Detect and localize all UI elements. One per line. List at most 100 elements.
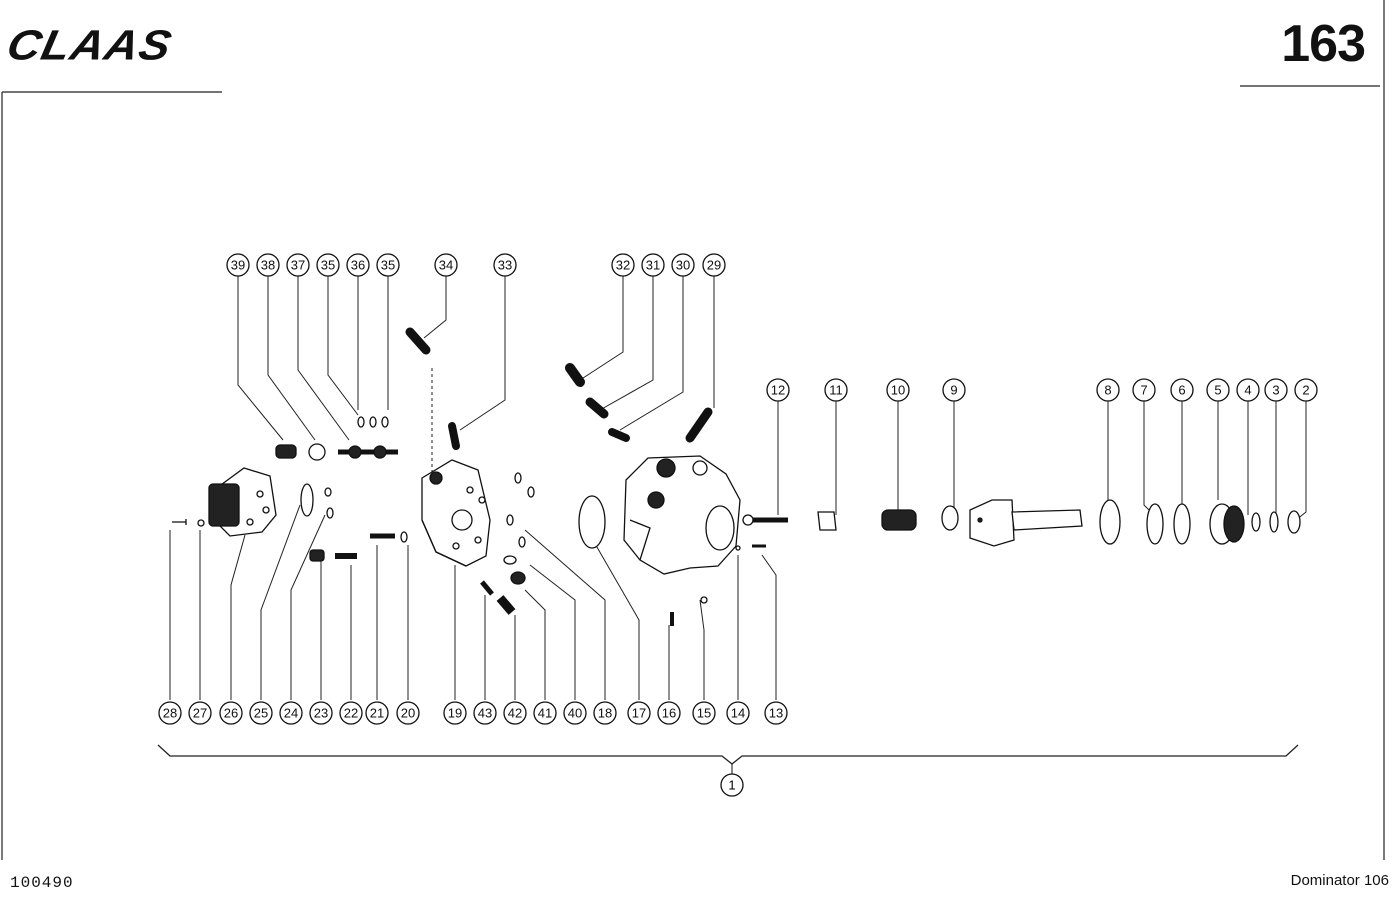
callout-circle <box>1096 378 1120 402</box>
callout-label: 38 <box>261 258 275 273</box>
callout-circle <box>611 253 635 277</box>
callout-circle <box>1236 378 1260 402</box>
screw-28 <box>172 519 187 525</box>
disc-9 <box>941 505 959 531</box>
callout-label: 39 <box>231 258 245 273</box>
plug-32 <box>565 363 585 387</box>
main-pump-housing <box>623 455 741 575</box>
callout-label: 25 <box>254 706 268 721</box>
o-ring-25 <box>300 483 314 517</box>
valve-piston-38 <box>308 443 326 461</box>
callout-label: 9 <box>950 383 957 398</box>
callout-circle <box>503 701 527 725</box>
callout-circle <box>473 701 497 725</box>
callout-circle <box>657 701 681 725</box>
callout-circle <box>493 253 517 277</box>
callout-label: 36 <box>351 258 365 273</box>
callout-label: 32 <box>616 258 630 273</box>
callout-label: 42 <box>508 706 522 721</box>
callout-circle <box>766 378 790 402</box>
ring-35a <box>357 416 365 428</box>
washer-15 <box>700 596 708 604</box>
callout-circle <box>443 701 467 725</box>
pump-body-19 <box>421 459 491 567</box>
callout-label: 11 <box>829 383 843 398</box>
page-number: 163 <box>1281 15 1366 73</box>
callout-label: 35 <box>381 258 395 273</box>
callout-label: 26 <box>224 706 238 721</box>
ring-35b <box>381 416 389 428</box>
callout-circle <box>764 701 788 725</box>
callout-label: 16 <box>662 706 676 721</box>
bearing-5 <box>1209 503 1245 545</box>
callout-circle <box>702 253 726 277</box>
callout-label: 6 <box>1178 383 1185 398</box>
callout-label: 5 <box>1214 383 1221 398</box>
ring-40 <box>503 555 517 565</box>
callout-label: 33 <box>498 258 512 273</box>
callout-label: 7 <box>1140 383 1147 398</box>
callout-label: 13 <box>769 706 783 721</box>
callout-circle <box>339 701 363 725</box>
callout-circle <box>533 701 557 725</box>
callout-circle <box>593 701 617 725</box>
callout-label: 20 <box>401 706 415 721</box>
assembly-bracket <box>157 744 1299 765</box>
o-ring-17 <box>578 495 606 549</box>
callout-label: 31 <box>646 258 660 273</box>
callout-label: 34 <box>439 258 453 273</box>
drive-shaft <box>969 499 1083 547</box>
callout-label: 37 <box>291 258 305 273</box>
valve-cone-37 <box>348 445 362 459</box>
washer-14 <box>735 545 741 551</box>
parts <box>172 327 1301 626</box>
callout-circle <box>627 701 651 725</box>
callout-circle <box>726 701 750 725</box>
fitting-29 <box>685 407 713 443</box>
callout-label: 22 <box>344 706 358 721</box>
ring-4 <box>1251 512 1261 532</box>
callout-label: 12 <box>771 383 785 398</box>
spring-23 <box>309 549 325 562</box>
callout-label: 29 <box>707 258 721 273</box>
spring-31 <box>585 397 609 419</box>
valve-cone-35 <box>373 445 387 459</box>
callout-label: 35 <box>321 258 335 273</box>
callout-circle <box>376 253 400 277</box>
callout-label: 43 <box>478 706 492 721</box>
callout-circle <box>309 701 333 725</box>
callout-circle <box>219 701 243 725</box>
callout-circle <box>158 701 182 725</box>
washer-27 <box>197 519 205 527</box>
callout-circle <box>1132 378 1156 402</box>
callout-circle <box>1206 378 1230 402</box>
ring-36 <box>369 416 377 428</box>
ring-18a <box>514 472 522 484</box>
callout-label: 21 <box>370 706 384 721</box>
leader-lines <box>169 276 1307 700</box>
callout-circle <box>692 701 716 725</box>
end-cover-plate <box>208 467 277 537</box>
callout-circle <box>886 378 910 402</box>
callout-label: 27 <box>193 706 207 721</box>
ring-18d <box>518 536 526 548</box>
ring-20 <box>400 531 408 543</box>
callout-circle <box>1170 378 1194 402</box>
callout-circle <box>365 701 389 725</box>
callout-circle <box>434 253 458 277</box>
union-42 <box>496 595 516 615</box>
assembly-callout-label: 1 <box>728 778 735 793</box>
nipple-33 <box>448 422 460 450</box>
callout-circle <box>824 378 848 402</box>
ring-7 <box>1146 503 1164 545</box>
ring-18b <box>527 486 535 498</box>
callout-circle <box>671 253 695 277</box>
callout-label: 30 <box>676 258 690 273</box>
callout-label: 4 <box>1244 383 1251 398</box>
machine-model: Dominator 106 <box>1290 872 1389 889</box>
small-ring-24b <box>326 507 334 519</box>
document-number: 100490 <box>10 874 74 892</box>
sleeve-11 <box>817 511 837 531</box>
